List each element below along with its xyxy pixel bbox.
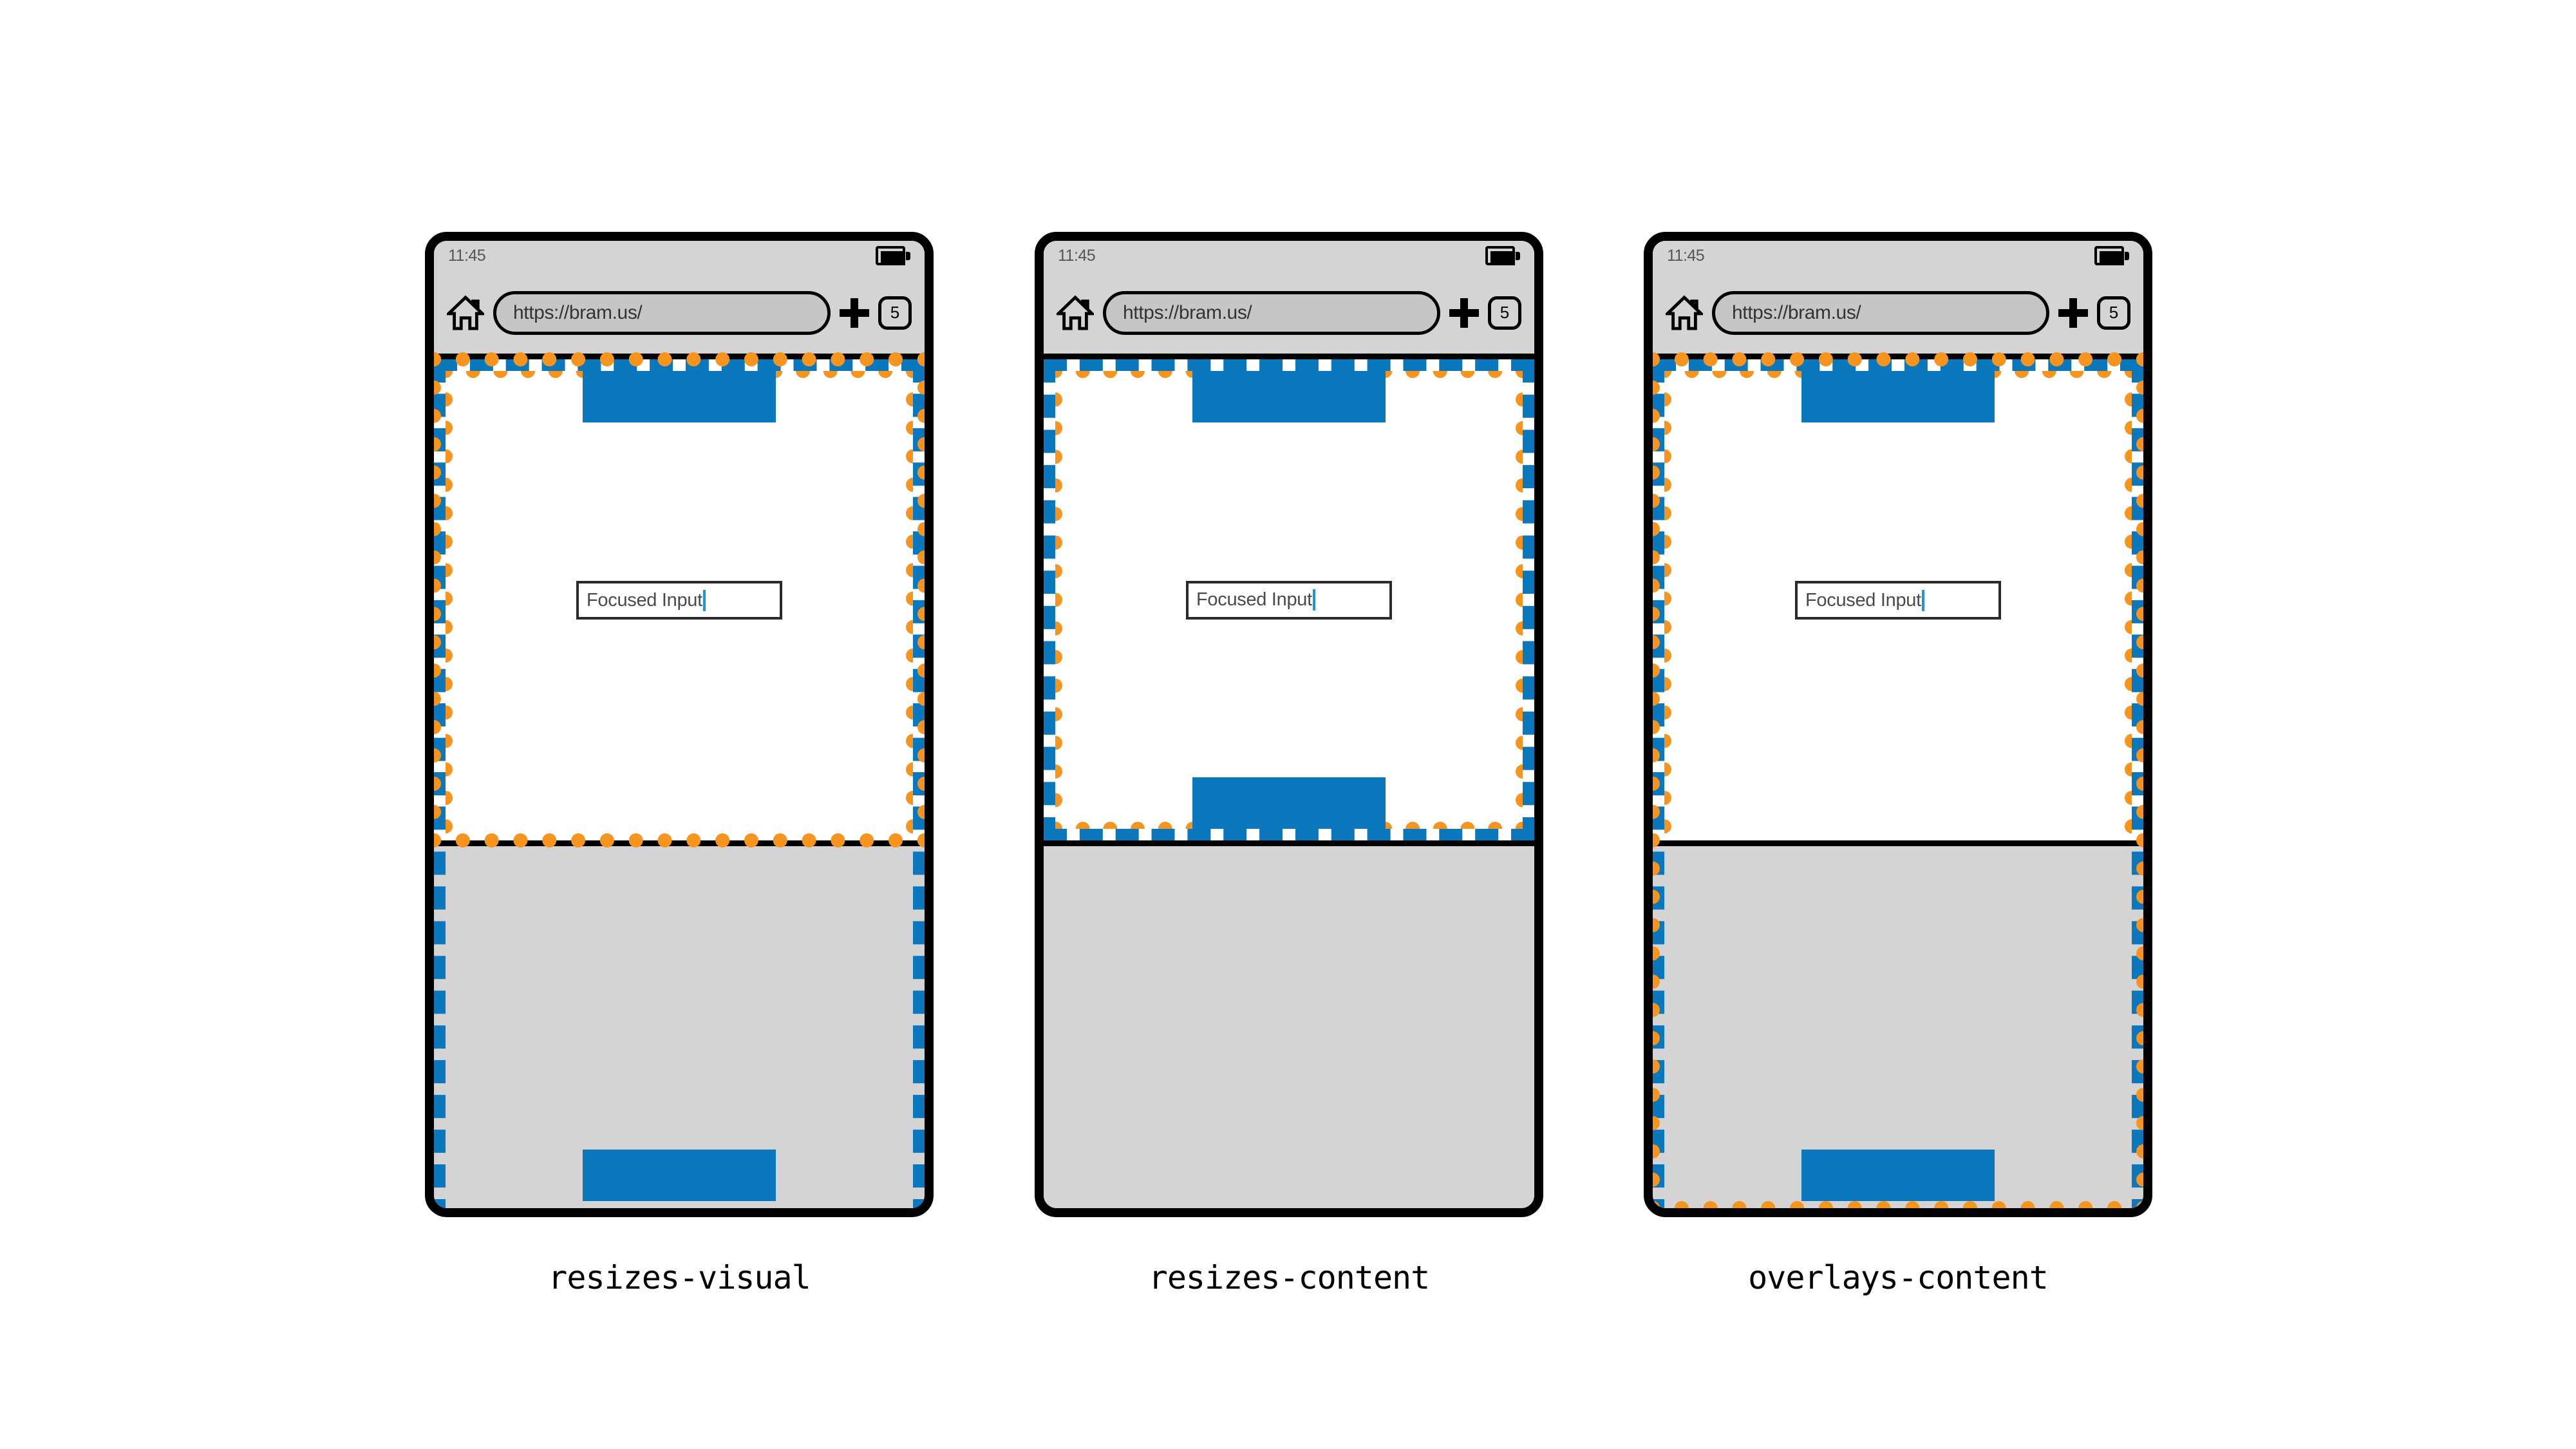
focused-input[interactable]: Focused Input <box>1795 581 2001 620</box>
battery-full-icon <box>1485 246 1520 265</box>
home-icon[interactable] <box>1057 295 1094 331</box>
device-screen: Focused Input <box>434 352 925 1208</box>
battery-fill <box>881 251 905 265</box>
battery-full-icon <box>876 246 910 265</box>
phone-resizes-visual: 11:45 https://bram.us/ 5 <box>425 232 934 1217</box>
browser-toolbar: https://bram.us/ 5 <box>1044 272 1534 354</box>
caption-resizes-content: resizes-content <box>1148 1259 1431 1296</box>
status-bar: 11:45 <box>1044 241 1534 272</box>
caption-overlays-content: overlays-content <box>1748 1259 2049 1296</box>
browser-toolbar: https://bram.us/ 5 <box>434 272 925 354</box>
battery-fill <box>1490 251 1515 265</box>
visual-viewport-resizes-content: Focused Input <box>1044 359 1534 840</box>
battery-shell <box>876 246 905 265</box>
content-block-header <box>1192 371 1386 422</box>
content-block-footer-behind-keyboard <box>583 1150 776 1201</box>
content-block-footer <box>1192 777 1386 829</box>
battery-cap <box>2125 252 2129 260</box>
focused-input[interactable]: Focused Input <box>576 581 782 620</box>
content-block-footer-behind-keyboard <box>1801 1150 1995 1201</box>
battery-cap <box>1516 252 1520 260</box>
status-bar: 11:45 <box>434 241 925 272</box>
focused-input-value: Focused Input <box>1196 589 1312 610</box>
browser-chrome: 11:45 https://bram.us/ 5 <box>1044 241 1534 359</box>
content-block-header <box>583 371 776 422</box>
device-screen: Focused Input <box>1653 352 2143 1208</box>
status-time: 11:45 <box>448 247 486 265</box>
battery-cap <box>906 252 910 260</box>
battery-shell <box>1485 246 1515 265</box>
plus-icon[interactable] <box>1449 298 1479 328</box>
battery-full-icon <box>2094 246 2129 265</box>
text-caret <box>1921 589 1924 611</box>
tab-count-button[interactable]: 5 <box>2097 296 2130 330</box>
caption-resizes-visual: resizes-visual <box>548 1259 811 1296</box>
virtual-keyboard[interactable] <box>434 840 925 1208</box>
browser-toolbar: https://bram.us/ 5 <box>1653 272 2143 354</box>
url-bar[interactable]: https://bram.us/ <box>493 290 831 335</box>
text-caret <box>1312 589 1315 611</box>
url-text: https://bram.us/ <box>1123 301 1252 323</box>
url-bar[interactable]: https://bram.us/ <box>1712 290 2049 335</box>
home-icon[interactable] <box>1666 295 1703 331</box>
plus-icon[interactable] <box>840 298 869 328</box>
status-time: 11:45 <box>1667 247 1705 265</box>
tab-count-button[interactable]: 5 <box>878 296 912 330</box>
url-bar[interactable]: https://bram.us/ <box>1103 290 1440 335</box>
phone-resizes-content: 11:45 https://bram.us/ 5 <box>1035 232 1543 1217</box>
battery-shell <box>2094 246 2124 265</box>
status-time: 11:45 <box>1058 247 1096 265</box>
focused-input[interactable]: Focused Input <box>1186 580 1392 620</box>
virtual-keyboard[interactable] <box>1044 840 1534 1208</box>
plus-icon[interactable] <box>2058 298 2088 328</box>
url-text: https://bram.us/ <box>1732 301 1861 323</box>
battery-fill <box>2100 251 2124 265</box>
content-block-header <box>1801 371 1995 422</box>
status-bar: 11:45 <box>1653 241 2143 272</box>
browser-chrome: 11:45 https://bram.us/ 5 <box>434 241 925 359</box>
home-icon[interactable] <box>447 295 484 331</box>
tab-count-button[interactable]: 5 <box>1488 296 1521 330</box>
text-caret <box>702 589 706 611</box>
device-screen: Focused Input <box>1044 359 1534 1208</box>
focused-input-value: Focused Input <box>1805 589 1921 611</box>
focused-input-value: Focused Input <box>587 589 702 611</box>
phone-overlays-content: 11:45 https://bram.us/ 5 <box>1644 232 2152 1217</box>
browser-chrome: 11:45 https://bram.us/ 5 <box>1653 241 2143 359</box>
url-text: https://bram.us/ <box>513 301 643 323</box>
virtual-keyboard[interactable] <box>1653 840 2143 1208</box>
